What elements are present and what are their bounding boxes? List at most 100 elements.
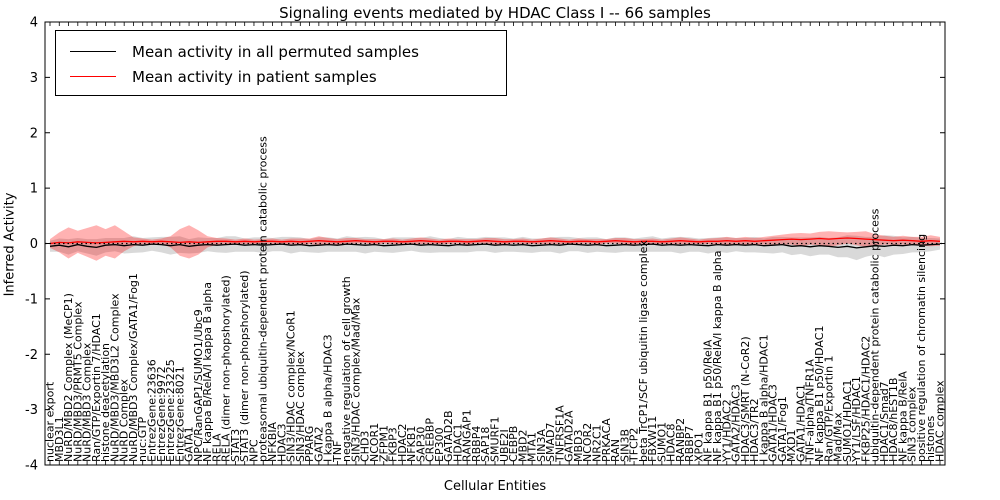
chart-title: Signaling events mediated by HDAC Class … <box>279 4 711 22</box>
x-tick-label: HDAC complex <box>934 380 947 462</box>
x-tick-label: EntrezGene:8021 <box>173 366 186 462</box>
y-tick-label: 1 <box>30 182 38 197</box>
legend-item-permuted: Mean activity in all permuted samples <box>70 39 506 64</box>
x-tick-label: SIN3/HDAC complex/Mad/Max <box>349 297 362 462</box>
x-tick-label: MBD3 <box>572 429 585 462</box>
x-tick-label: RANBP2 <box>674 418 687 462</box>
x-tick-label: HDAC1/Smad7 <box>878 381 891 462</box>
x-tick-label: I kappa B alpha/HDAC3 <box>322 334 335 462</box>
x-tick-label: SIN3/HDAC complex <box>294 351 307 462</box>
x-tick-label: EntrezGene:23636 <box>145 359 158 462</box>
y-tick-label: 4 <box>30 16 38 31</box>
x-tick-label: EntrezGene:23225 <box>164 359 177 462</box>
x-tick-label: ZFPM1 <box>377 425 390 462</box>
x-tick-label: SIN3 complex <box>906 386 919 462</box>
x-tick-label: HDAC3 <box>275 423 288 462</box>
legend-label-patient: Mean activity in patient samples <box>132 67 377 86</box>
x-tick-label: negative regulation of cell growth <box>340 276 353 462</box>
x-tick-label: NuRD Complex <box>118 378 131 462</box>
x-tick-label: MBD3L1 <box>53 416 66 462</box>
y-axis-label: Inferred Activity <box>2 192 18 297</box>
x-tick-label: STAT3 <box>229 429 242 462</box>
x-tick-label: NR2C1 <box>590 424 603 462</box>
x-tick-label: NPC <box>247 439 260 462</box>
y-tick-label: -1 <box>25 292 38 307</box>
legend: Mean activity in all permuted samples Me… <box>55 30 507 96</box>
legend-line-swatch-patient <box>70 76 116 77</box>
x-tick-label: NF kappa B1 p50/HDAC1 <box>813 326 826 462</box>
x-tick-label: Ran/GTP/Exportin 1 <box>822 355 835 462</box>
x-tick-label: RELA (dimer non-phopshorylated) <box>220 275 233 462</box>
x-tick-label: HDAC3/SMRT (N-CoR2) <box>739 336 752 462</box>
x-tick-label: TNF-alpha/TNFR1A <box>804 359 817 463</box>
x-tick-label: RANGAP1 <box>461 409 474 462</box>
x-tick-label: EP300 <box>433 427 446 462</box>
x-tick-label: beta TrCP1/SCF ubiquitin ligase complex <box>637 240 650 462</box>
x-tick-label: SIN3B <box>618 429 631 462</box>
x-axis-label: Cellular Entities <box>443 479 547 494</box>
x-tick-label: YY1/HDAC2 <box>720 399 733 463</box>
x-tick-label: RBBP7 <box>683 426 696 462</box>
x-tick-label: RBBP4 <box>470 426 483 462</box>
x-tick-label: RAN <box>609 439 622 462</box>
x-tick-label: FBXW11 <box>646 416 659 462</box>
x-tick-label: NuRD/MBD3 Complex <box>81 342 94 462</box>
x-tick-label: TNFRSF1A <box>553 405 566 463</box>
x-tick-label: PRKACA <box>600 418 613 462</box>
x-tick-label: HDAC8 <box>665 423 678 462</box>
x-tick-label: SUMO1 <box>655 422 668 462</box>
x-tick-label: FKBP25/HDAC1/HDAC2 <box>859 336 872 462</box>
y-tick-label: -3 <box>25 403 38 418</box>
x-tick-label: nuc:GTP <box>136 416 149 462</box>
legend-line-swatch-permuted <box>70 51 116 52</box>
x-tick-label: HDAC3/TR2 <box>748 398 761 462</box>
x-tick-label: SAP18 <box>479 427 492 462</box>
x-tick-label: TFCP2 <box>628 428 641 463</box>
x-tick-label: positive regulation of chromatin silenci… <box>915 234 928 462</box>
x-tick-label: NF kappa B/RelA <box>896 371 909 462</box>
x-tick-label: GATA2/HDAC3 <box>730 384 743 462</box>
x-tick-label: proteasomal ubiquitin-dependent protein … <box>257 136 270 462</box>
x-tick-label: NF kappa B1 p50/RelA/I kappa B alpha <box>711 251 724 463</box>
x-tick-label: CREBBP <box>424 418 437 462</box>
x-tick-label: GATAD2B <box>442 410 455 462</box>
x-tick-label: SMURF1 <box>489 417 502 463</box>
x-tick-label: NFKB1 <box>405 426 418 462</box>
x-tick-label: Mad/Max <box>832 412 845 462</box>
x-tick-label: RELA <box>210 433 223 462</box>
x-tick-label: NF kappa B/RelA/I kappa B alpha <box>201 282 214 462</box>
x-tick-label: NuRD/MBD3/PRMT5 Complex <box>71 301 84 462</box>
y-tick-label: 3 <box>30 71 38 86</box>
permuted-mean-line <box>49 243 941 249</box>
x-tick-label: NuRD/MBD3/MBD3L2 Complex <box>108 293 121 462</box>
x-tick-label: SIN3/HDAC complex/NCoR1 <box>285 310 298 462</box>
x-tick-label: HDAC1 <box>451 423 464 462</box>
x-tick-label: HDAC2 <box>396 423 409 462</box>
x-tick-label: GATA1/HDAC1 <box>794 384 807 462</box>
x-tick-label: ubiquitin-dependent protein catabolic pr… <box>869 208 882 462</box>
x-tick-label: nuclear export <box>44 381 57 462</box>
x-tick-label: TNF <box>331 441 344 463</box>
x-tick-label: histone deacetylation <box>99 343 112 462</box>
x-tick-label: CHD3 <box>359 431 372 462</box>
patient-mean-line <box>49 237 941 245</box>
legend-item-patient: Mean activity in patient samples <box>70 64 506 89</box>
x-tick-label: MXD1 <box>785 430 798 463</box>
x-tick-label: GATA1 <box>183 426 196 462</box>
x-tick-label: Ran/GTP/Exportin 7/HDAC1 <box>90 313 103 462</box>
x-tick-label: NuRD/MBD2 Complex (MeCP1) <box>62 293 75 462</box>
x-tick-label: I kappa B alpha/HDAC1 <box>757 334 770 462</box>
y-tick-label: 0 <box>30 237 38 252</box>
x-tick-label: XPO1 <box>692 432 705 462</box>
y-tick-label: -2 <box>25 348 38 363</box>
x-tick-label: NCOR2 <box>581 423 594 462</box>
x-tick-label: EntrezGene:9972 <box>155 366 168 462</box>
x-tick-label: NPC/RanGAP1/SUMO1/Ubc9 <box>192 309 205 462</box>
x-tick-label: GATA1/HDAC3 <box>767 384 780 462</box>
x-tick-label: SUMO1/HDAC1 <box>841 380 854 462</box>
x-tick-label: PPARG <box>303 426 316 462</box>
x-tick-label: GATA2 <box>312 426 325 462</box>
x-tick-label: SIN3A <box>535 429 548 462</box>
